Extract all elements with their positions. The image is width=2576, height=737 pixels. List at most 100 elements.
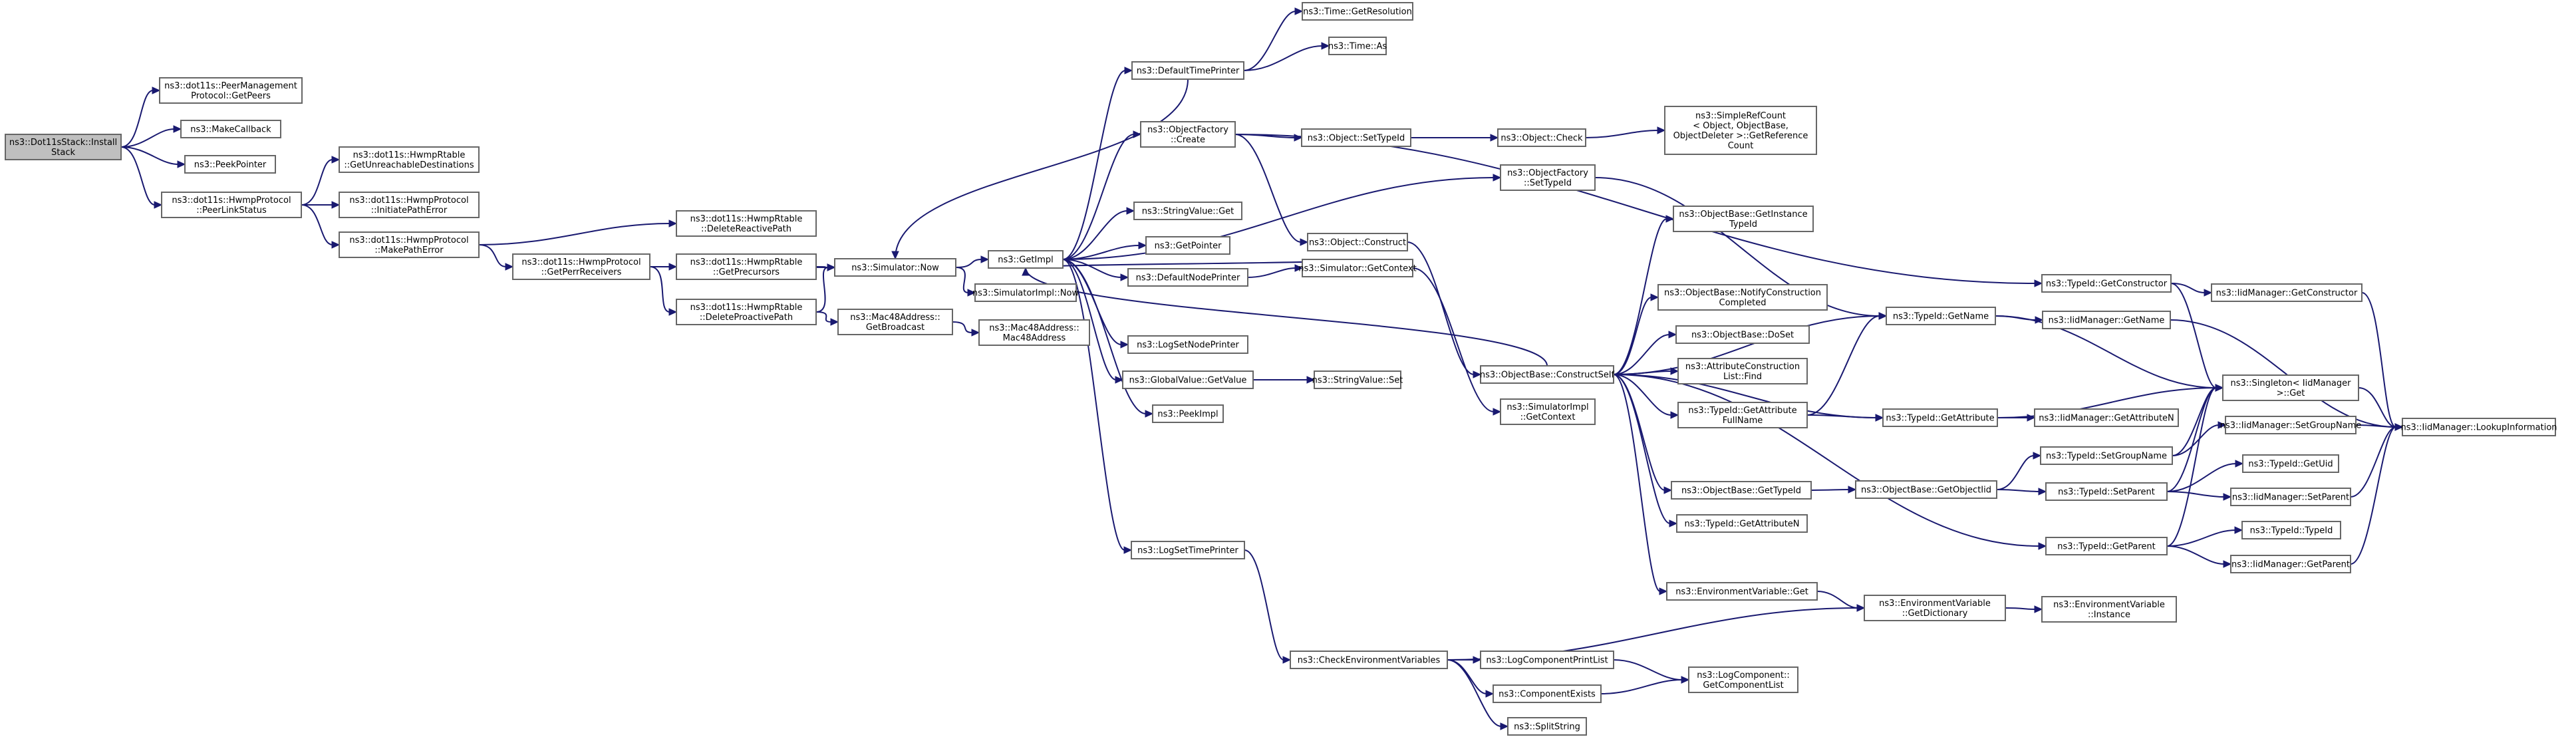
node-ns3-objectbase-getobjectiid[interactable]: ns3::ObjectBase::GetObjectIid [1855, 480, 1997, 499]
node-label: ns3::Time::GetResolution [1303, 7, 1412, 17]
node-ns3-checkenvironmentvariables[interactable]: ns3::CheckEnvironmentVariables [1290, 651, 1448, 669]
node-ns3-environmentvariable-getdictionary[interactable]: ns3::EnvironmentVariable::GetDictionary [1864, 595, 2006, 621]
node-ns3-iidmanager-setparent[interactable]: ns3::IidManager::SetParent [2230, 488, 2351, 506]
arrowhead-icon [967, 289, 976, 297]
node-ns3-dot11s-hwmprtable-deletereactivepath[interactable]: ns3::dot11s::HwmpRtable::DeleteReactiveP… [676, 210, 817, 237]
node-ns3-iidmanager-lookupinformation[interactable]: ns3::IidManager::LookupInformation [2400, 418, 2557, 436]
arrowhead-icon [1306, 376, 1316, 384]
node-ns3-defaulttimeprinter[interactable]: ns3::DefaultTimePrinter [1131, 61, 1244, 80]
node-ns3-dot11s-hwmpprotocol-makepatherror[interactable]: ns3::dot11s::HwmpProtocol::MakePathError [339, 231, 480, 258]
node-ns3-stringvalue-get[interactable]: ns3::StringValue::Get [1133, 202, 1242, 220]
node-ns3-time-getresolution[interactable]: ns3::Time::GetResolution [1302, 2, 1413, 21]
node-box [1301, 128, 1411, 147]
node-ns3-peekimpl[interactable]: ns3::PeekImpl [1152, 404, 1224, 423]
node-ns3-object-construct[interactable]: ns3::Object::Construct [1307, 233, 1408, 251]
node-ns3-typeid-setparent[interactable]: ns3::TypeId::SetParent [2045, 482, 2168, 501]
node-ns3-typeid-setgroupname[interactable]: ns3::TypeId::SetGroupName [2040, 446, 2173, 465]
node-ns3-mac48address-mac48address[interactable]: ns3::Mac48Address::Mac48Address [978, 319, 1090, 346]
node-ns3-peekpointer[interactable]: ns3::PeekPointer [184, 155, 276, 174]
node-ns3-objectbase-notifyconstruction-completed[interactable]: ns3::ObjectBase::NotifyConstructionCompl… [1657, 284, 1828, 311]
node-ns3-simulator-getcontext[interactable]: ns3::Simulator::GetContext [1298, 259, 1417, 277]
node-ns3-typeid-getattribute[interactable]: ns3::TypeId::GetAttribute [1882, 408, 1998, 427]
node-ns3-time-as[interactable]: ns3::Time::As [1328, 37, 1387, 55]
edge-n15-n25 [1062, 259, 1117, 380]
node-ns3-globalvalue-getvalue[interactable]: ns3::GlobalValue::GetValue [1122, 370, 1254, 389]
node-ns3-componentexists[interactable]: ns3::ComponentExists [1493, 684, 1602, 703]
node-ns3-objectfactory-settypeid[interactable]: ns3::ObjectFactory::SetTypeId [1500, 164, 1596, 191]
arrowhead-icon [2034, 605, 2043, 613]
node-ns3-typeid-getuid[interactable]: ns3::TypeId::GetUid [2242, 454, 2339, 473]
node-ns3-dot11s-hwmpprotocol-initiatepatherror[interactable]: ns3::dot11s::HwmpProtocol::InitiatePathE… [339, 192, 480, 218]
edge-n17-n18 [1243, 11, 1296, 71]
node-ns3-simulatorimpl-now[interactable]: ns3::SimulatorImpl::Now [972, 283, 1079, 302]
node-label: ns3::StringValue::Set [1312, 376, 1403, 386]
node-ns3-typeid-getattributen[interactable]: ns3::TypeId::GetAttributeN [1676, 514, 1808, 533]
node-label: ns3::dot11s::HwmpProtocol [521, 257, 641, 267]
edge-n59-n62 [2166, 387, 2217, 492]
node-box [1145, 236, 1230, 255]
node-box [1480, 365, 1614, 384]
node-label: ns3::PeekImpl [1157, 410, 1218, 420]
node-box [1882, 408, 1998, 427]
node-ns3-object-check[interactable]: ns3::Object::Check [1497, 128, 1586, 147]
node-ns3-dot11s-hwmpprotocol-peerlinkstatus[interactable]: ns3::dot11s::HwmpProtocol::PeerLinkStatu… [161, 192, 302, 218]
node-label: Completed [1719, 298, 1767, 308]
node-ns3-iidmanager-getattributen[interactable]: ns3::IidManager::GetAttributeN [2034, 408, 2179, 427]
node-ns3-splitstring[interactable]: ns3::SplitString [1507, 717, 1587, 736]
node-ns3-getpointer[interactable]: ns3::GetPointer [1145, 236, 1230, 255]
node-ns3-logcomponentprintlist[interactable]: ns3::LogComponentPrintList [1480, 651, 1614, 669]
node-box [1131, 541, 1245, 559]
node-ns3-logsetnodeprinter[interactable]: ns3::LogSetNodePrinter [1127, 335, 1248, 354]
node-ns3-dot11s-hwmprtable-deleteproactivepath[interactable]: ns3::dot11s::HwmpRtable::DeleteProactive… [676, 299, 817, 325]
node-box [1664, 106, 1817, 155]
node-ns3-environmentvariable-instance[interactable]: ns3::EnvironmentVariable::Instance [2041, 596, 2177, 623]
node-ns3-iidmanager-getconstructor[interactable]: ns3::IidManager::GetConstructor [2211, 283, 2362, 302]
node-ns3-typeid-getname[interactable]: ns3::TypeId::GetName [1886, 307, 1996, 325]
node-ns3-simplerefcount-object-objectbase-objectdeleter-getreference-count[interactable]: ns3::SimpleRefCount< Object, ObjectBase,… [1664, 106, 1817, 155]
arrowhead-icon [2215, 384, 2224, 392]
node-ns3-environmentvariable-get[interactable]: ns3::EnvironmentVariable::Get [1666, 582, 1818, 601]
node-ns3-simulatorimpl-getcontext[interactable]: ns3::SimulatorImpl::GetContext [1500, 398, 1596, 425]
edge-n12-n16 [955, 267, 969, 293]
node-ns3-iidmanager-setgroupname[interactable]: ns3::IidManager::SetGroupName [2220, 416, 2362, 434]
node-label: ns3::Mac48Address:: [850, 313, 940, 323]
node-label: ns3::TypeId::GetName [1893, 312, 1989, 322]
node-label: ns3::GetPointer [1155, 241, 1222, 251]
node-ns3-dot11s-hwmpprotocol-getperrreceivers[interactable]: ns3::dot11s::HwmpProtocol::GetPerrReceiv… [512, 253, 650, 280]
node-ns3-logcomponent-getcomponentlist[interactable]: ns3::LogComponent::GetComponentList [1688, 666, 1798, 693]
node-ns3-objectbase-constructself[interactable]: ns3::ObjectBase::ConstructSelf [1480, 365, 1615, 384]
node-ns3-getimpl[interactable]: ns3::GetImpl [988, 250, 1064, 269]
node-ns3-iidmanager-getname[interactable]: ns3::IidManager::GetName [2042, 311, 2171, 329]
arrowhead-icon [2038, 488, 2047, 496]
node-ns3-objectbase-gettypeid[interactable]: ns3::ObjectBase::GetTypeId [1671, 481, 1812, 500]
node-ns3-makecallback[interactable]: ns3::MakeCallback [180, 120, 281, 138]
arrowhead-icon [1659, 587, 1668, 595]
node-label: ns3::IidManager::SetParent [2232, 493, 2349, 503]
node-ns3-dot11s-peermanagement-protocol-getpeers[interactable]: ns3::dot11s::PeerManagementProtocol::Get… [159, 77, 303, 104]
node-box [2045, 482, 2168, 501]
node-ns3-dot11s-hwmprtable-getprecursors[interactable]: ns3::dot11s::HwmpRtable::GetPrecursors [676, 253, 817, 280]
arrowhead-icon [331, 241, 341, 249]
node-ns3-singleton-iidmanager-get[interactable]: ns3::Singleton< IidManager>::Get [2222, 374, 2359, 401]
node-ns3-stringvalue-set[interactable]: ns3::StringValue::Set [1312, 370, 1403, 389]
node-ns3-typeid-typeid[interactable]: ns3::TypeId::TypeId [2241, 521, 2341, 539]
node-ns3-logsettimeprinter[interactable]: ns3::LogSetTimePrinter [1131, 541, 1245, 559]
node-ns3-objectbase-doset[interactable]: ns3::ObjectBase::DoSet [1675, 325, 1810, 344]
node-ns3-typeid-getparent[interactable]: ns3::TypeId::GetParent [2045, 537, 2168, 555]
arrowhead-icon [1856, 604, 1866, 612]
node-ns3-defaultnodeprinter[interactable]: ns3::DefaultNodePrinter [1127, 268, 1248, 287]
node-ns3-mac48address-getbroadcast[interactable]: ns3::Mac48Address::GetBroadcast [837, 309, 953, 335]
edge-n54-n55 [2170, 283, 2206, 293]
node-ns3-simulator-now[interactable]: ns3::Simulator::Now [834, 258, 956, 277]
node-ns3-dot11s-hwmprtable-getunreachabledestinations[interactable]: ns3::dot11s::HwmpRtable::GetUnreachableD… [339, 146, 480, 173]
node-ns3-typeid-getconstructor[interactable]: ns3::TypeId::GetConstructor [2041, 274, 2172, 293]
node-ns3-iidmanager-getparent[interactable]: ns3::IidManager::GetParent [2230, 555, 2351, 573]
node-box [339, 146, 480, 173]
node-label: ::GetDictionary [1902, 609, 1968, 619]
node-ns3-object-settypeid[interactable]: ns3::Object::SetTypeId [1301, 128, 1411, 147]
node-ns3-objectfactory-create[interactable]: ns3::ObjectFactory::Create [1140, 121, 1236, 148]
